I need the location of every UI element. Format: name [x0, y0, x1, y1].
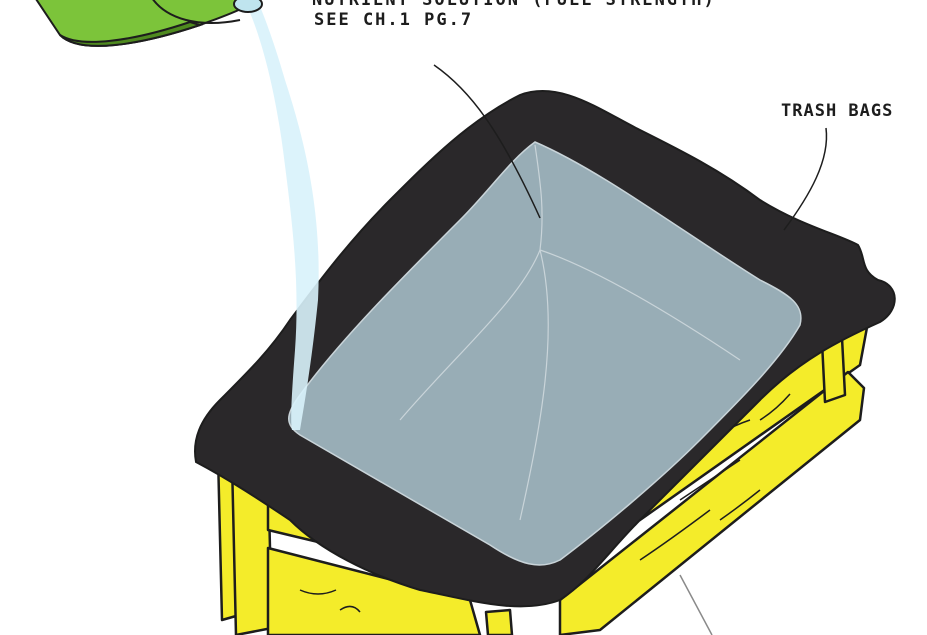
watering-bucket-icon — [30, 0, 262, 46]
label-trash-bags: TRASH BAGS — [781, 101, 893, 121]
leader-line-trash-bags — [784, 128, 827, 230]
leader-line-wood — [680, 575, 712, 635]
label-nutrient-solution: NUTRIENT SOLUTION (FULL STRENGTH) — [312, 0, 716, 10]
wood-post-bottom — [486, 610, 512, 635]
label-see-reference: SEE CH.1 PG.7 — [314, 10, 473, 30]
